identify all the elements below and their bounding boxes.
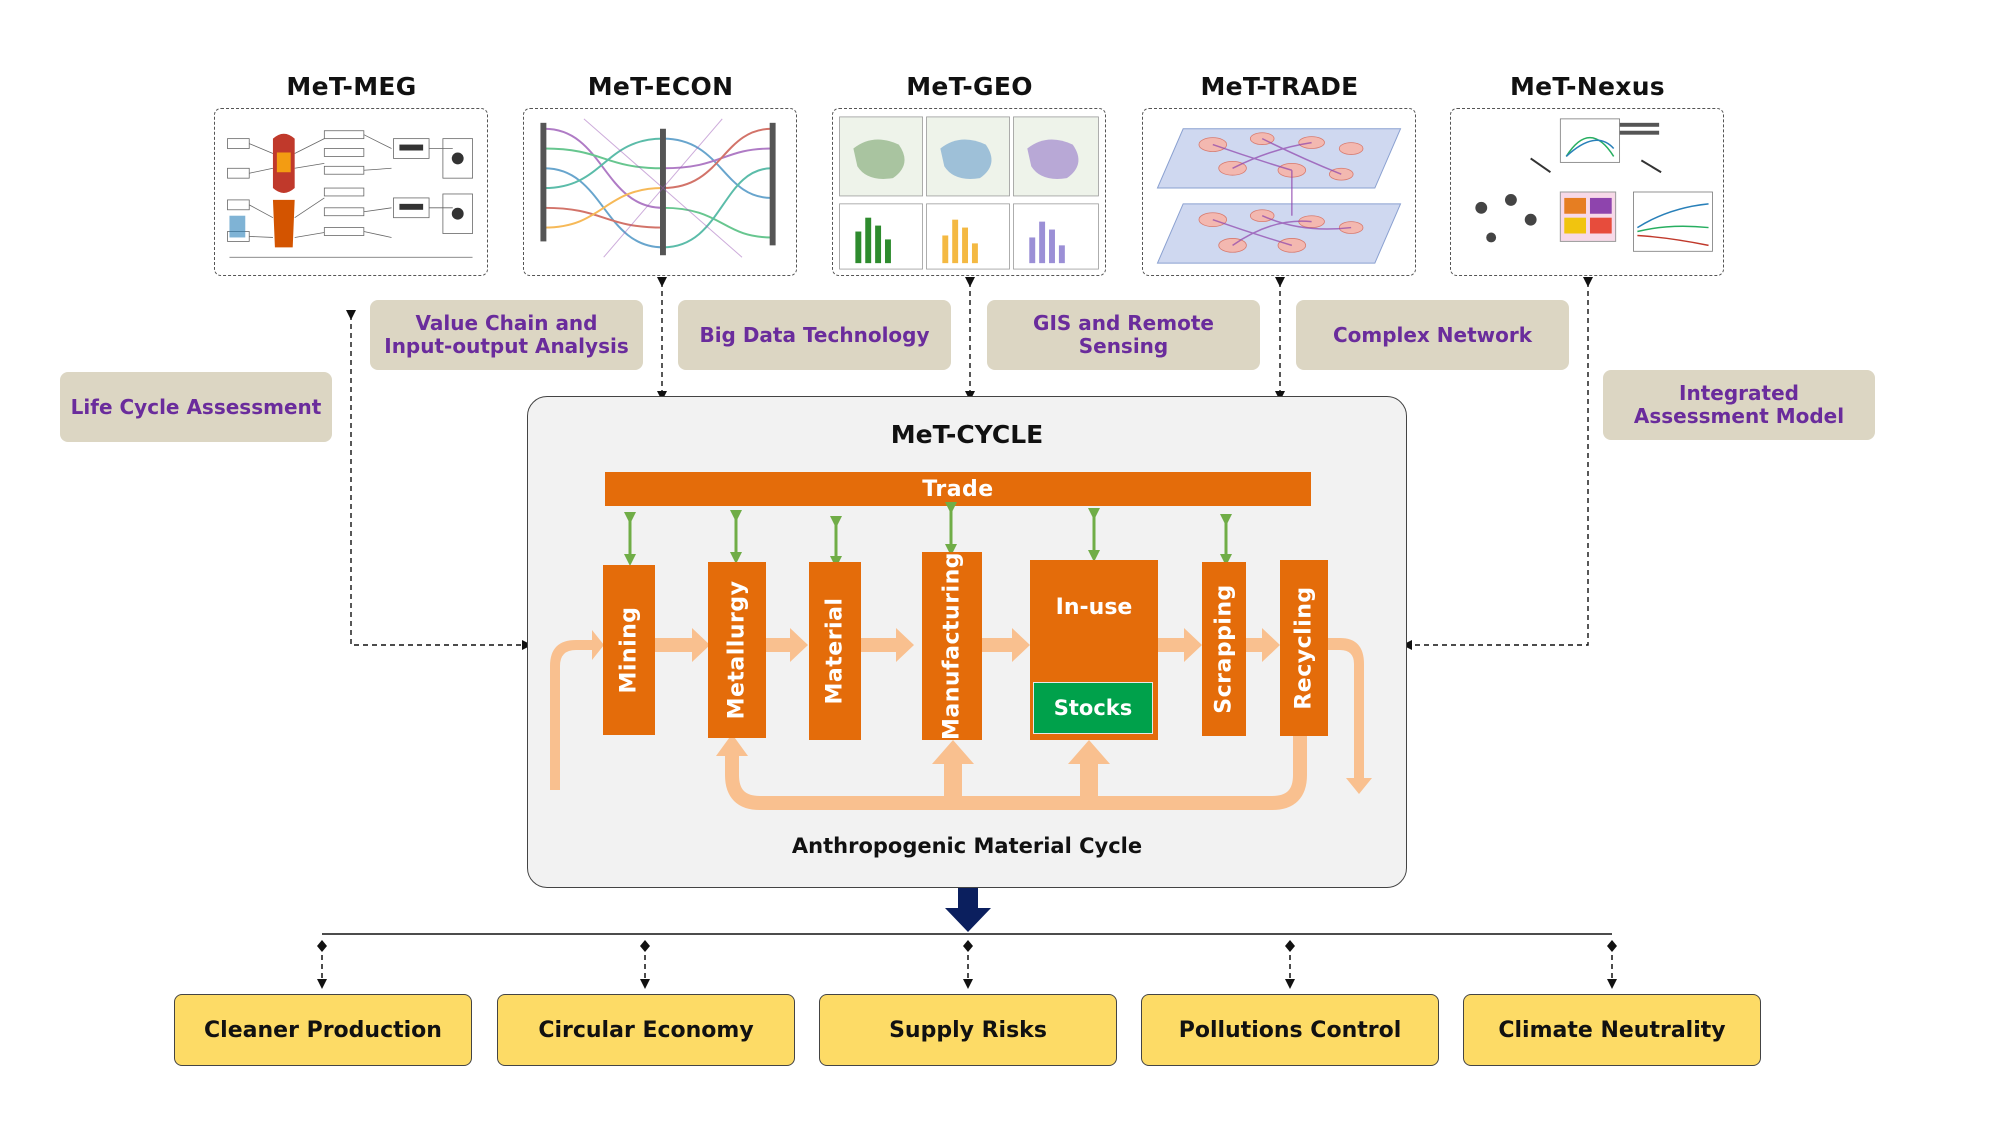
method-life-cycle-assessment: Life Cycle Assessment bbox=[60, 372, 332, 442]
integrated-model-figure bbox=[1475, 118, 1713, 252]
nexus-thumbnail bbox=[1450, 108, 1724, 276]
model-title-econ: MeT-ECON bbox=[587, 72, 734, 101]
in-use-label: In-use bbox=[1055, 595, 1133, 620]
stocks-box: Stocks bbox=[1033, 682, 1153, 734]
trade-thumbnail bbox=[1142, 108, 1416, 276]
outcome-supply-risks: Supply Risks bbox=[819, 994, 1117, 1066]
cycle-title: MeT-CYCLE bbox=[890, 420, 1044, 449]
trade-network-figure bbox=[1156, 128, 1402, 264]
outcome-climate-neutrality: Climate Neutrality bbox=[1463, 994, 1761, 1066]
stage-scrapping: Scrapping bbox=[1202, 562, 1246, 736]
output-arrow bbox=[945, 888, 991, 932]
meg-thumbnail bbox=[214, 108, 488, 276]
method-gis-remote-sensing: GIS and Remote Sensing bbox=[987, 300, 1260, 370]
sankey-network-figure bbox=[540, 118, 776, 258]
process-flow-figure bbox=[227, 130, 473, 258]
trade-bar: Trade bbox=[605, 472, 1311, 506]
stage-recycling: Recycling bbox=[1280, 560, 1328, 736]
stage-manufacturing: Manufacturing bbox=[922, 552, 982, 740]
stage-metallurgy: Metallurgy bbox=[708, 562, 766, 738]
map-and-bars-figure bbox=[839, 116, 1099, 270]
outcome-cleaner-production: Cleaner Production bbox=[174, 994, 472, 1066]
stage-material: Material bbox=[809, 562, 861, 740]
cycle-caption: Anthropogenic Material Cycle bbox=[791, 834, 1143, 858]
model-title-meg: MeT-MEG bbox=[286, 72, 417, 101]
stage-mining: Mining bbox=[603, 565, 655, 735]
outcome-connectors bbox=[317, 933, 1617, 989]
method-complex-network: Complex Network bbox=[1296, 300, 1569, 370]
outcome-circular-economy: Circular Economy bbox=[497, 994, 795, 1066]
method-integrated-assessment: Integrated Assessment Model bbox=[1603, 370, 1875, 440]
model-title-geo: MeT-GEO bbox=[906, 72, 1033, 101]
model-title-trade: MeT-TRADE bbox=[1200, 72, 1359, 101]
econ-thumbnail bbox=[523, 108, 797, 276]
model-title-nexus: MeT-Nexus bbox=[1510, 72, 1665, 101]
geo-thumbnail bbox=[832, 108, 1106, 276]
method-value-chain: Value Chain and Input-output Analysis bbox=[370, 300, 643, 370]
outcome-pollutions-control: Pollutions Control bbox=[1141, 994, 1439, 1066]
model-connectors bbox=[346, 277, 1593, 650]
method-big-data: Big Data Technology bbox=[678, 300, 951, 370]
